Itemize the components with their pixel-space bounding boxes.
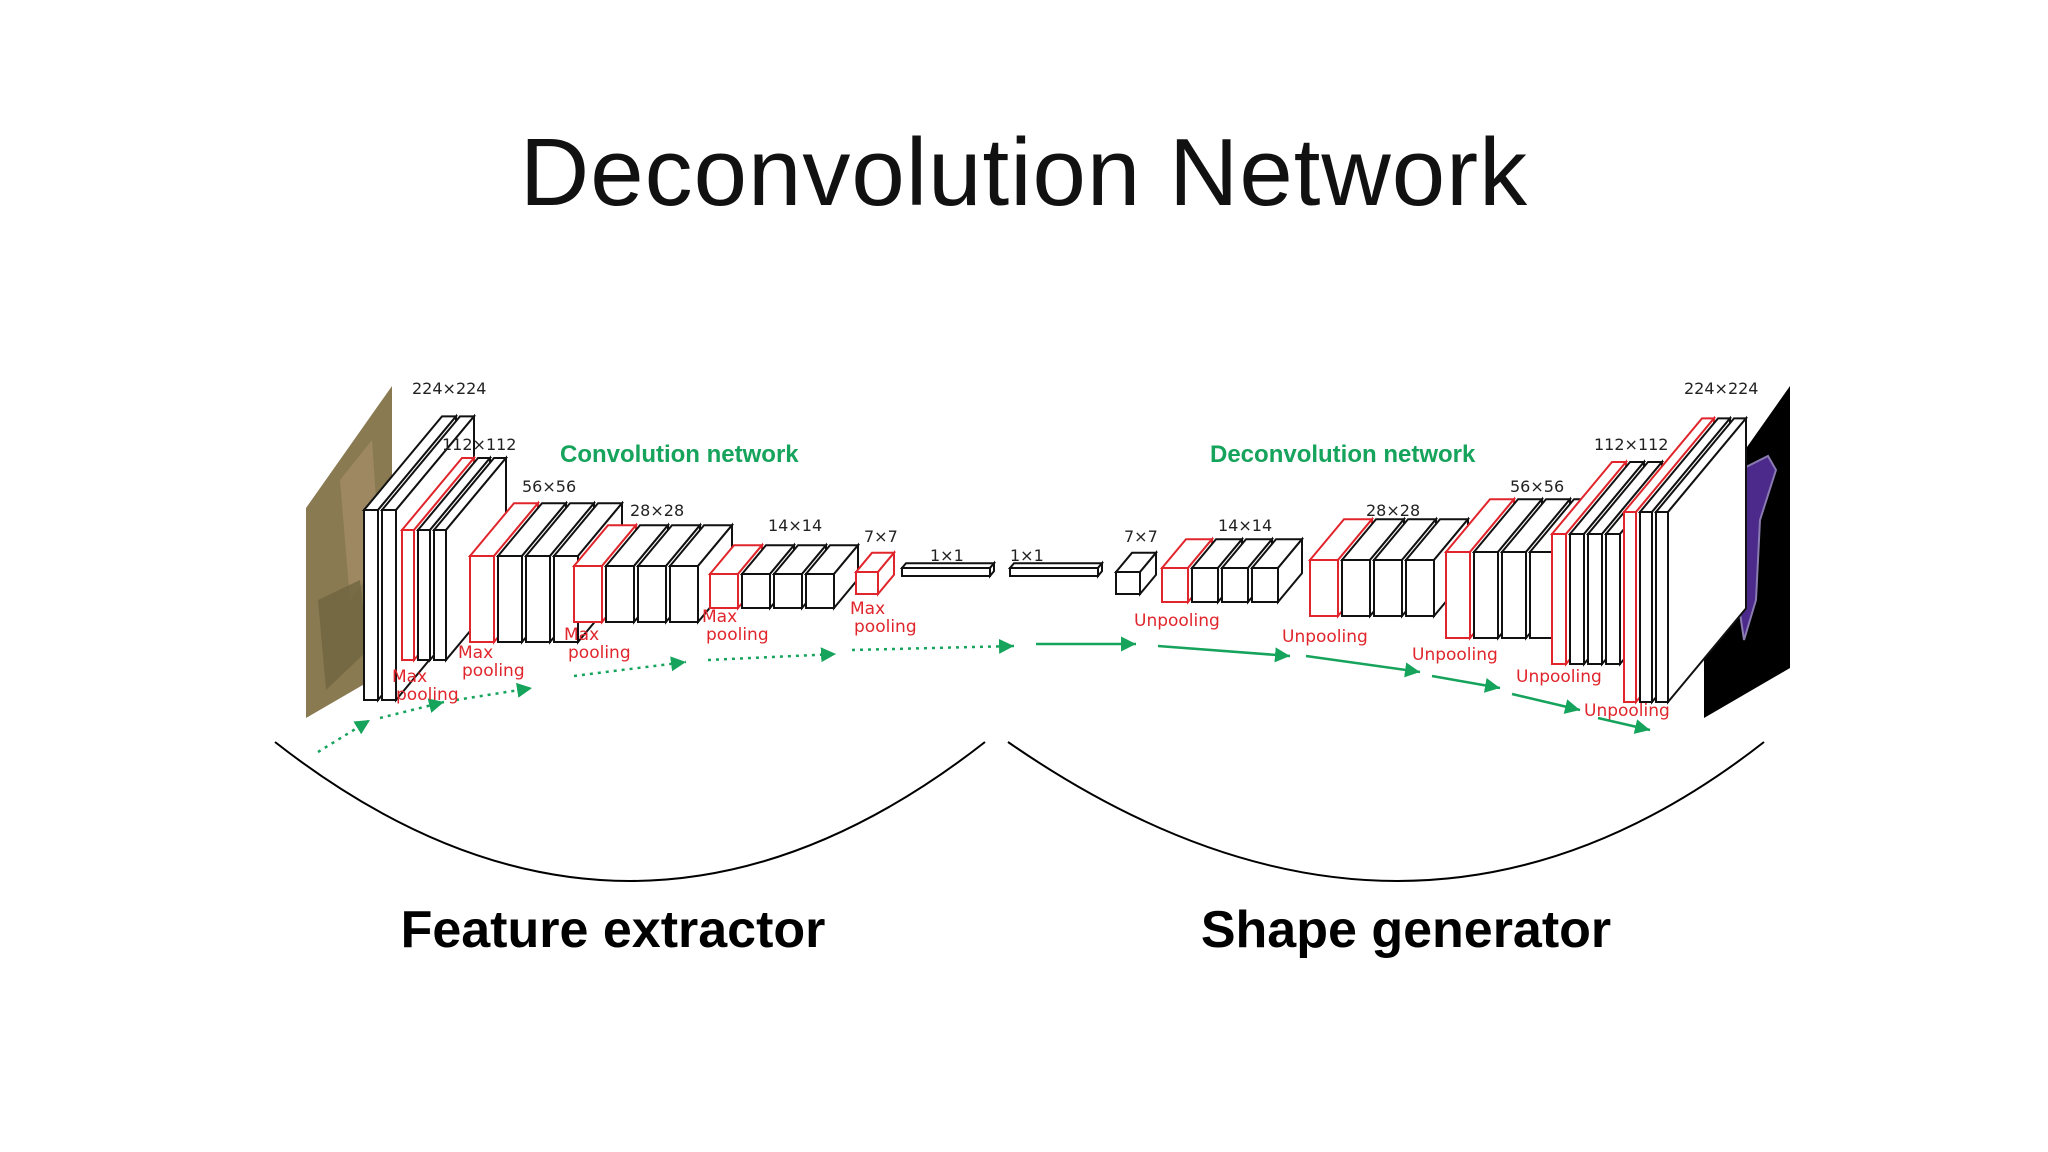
flow-arrow-dotted	[707, 647, 837, 663]
encoder-size-label: 224×224	[412, 379, 486, 398]
flow-arrow-dotted	[573, 656, 687, 678]
shape-generator-bracket	[1007, 741, 1765, 882]
shape-generator-caption: Shape generator	[1200, 901, 1612, 959]
encoder-size-label: 56×56	[522, 477, 576, 496]
decoder-size-label: 7×7	[1124, 527, 1158, 546]
max-pooling-label: pooling	[854, 617, 917, 637]
pooling-labels: MaxpoolingMaxpoolingMaxpoolingMaxpooling…	[392, 599, 1670, 721]
unpooling-label: Unpooling	[1412, 645, 1498, 665]
slide-title: Deconvolution Network	[519, 119, 1529, 226]
feature-extractor-caption: Feature extractor	[400, 901, 826, 959]
max-pooling-label: Max	[458, 643, 493, 663]
flow-arrow-dotted	[317, 718, 371, 754]
max-pooling-label: pooling	[462, 661, 525, 681]
flow-arrow-solid	[1511, 692, 1581, 714]
flow-arrow-solid	[1157, 644, 1291, 663]
max-pooling-label: pooling	[396, 685, 459, 705]
decoder-size-label: 14×14	[1218, 516, 1272, 535]
max-pooling-label: pooling	[706, 625, 769, 645]
decoder-blocks	[1113, 415, 1749, 705]
flow-arrow-solid	[1431, 674, 1501, 693]
max-pooling-label: Max	[564, 625, 599, 645]
conv-layer	[803, 542, 861, 611]
decoder-size-label: 28×28	[1366, 501, 1420, 520]
flow-arrow-solid	[1305, 654, 1421, 678]
feature-extractor-bracket	[274, 741, 986, 882]
flow-arrow-dotted	[379, 698, 445, 720]
decoder-label: Deconvolution network	[1210, 441, 1476, 468]
decoder-size-label: 224×224	[1684, 379, 1758, 398]
flow-arrows	[317, 636, 1651, 754]
max-pooling-label: Max	[702, 607, 737, 627]
max-pooling-label: Max	[392, 667, 427, 687]
encoder-size-label: 14×14	[768, 516, 822, 535]
fc-layer	[899, 560, 997, 579]
encoder-blocks	[361, 413, 1105, 703]
conv-layer	[667, 522, 735, 625]
encoder-size-label: 112×112	[442, 435, 516, 454]
encoder-size-label: 7×7	[864, 527, 898, 546]
unpooling-label: Unpooling	[1584, 701, 1670, 721]
flow-arrow-dotted	[455, 682, 533, 702]
unpooling-label: Unpooling	[1516, 667, 1602, 687]
unpooling-label: Unpooling	[1134, 611, 1220, 631]
flow-arrow-solid	[1597, 716, 1651, 734]
encoder-size-label: 28×28	[630, 501, 684, 520]
unpooling-label: Unpooling	[1282, 627, 1368, 647]
decoder-size-label: 112×112	[1594, 435, 1668, 454]
flow-arrow-dotted	[851, 638, 1015, 654]
deconv-layer	[1249, 536, 1305, 605]
max-pooling-label: Max	[850, 599, 885, 619]
encoder-label: Convolution network	[560, 441, 799, 468]
decoder-size-label: 1×1	[1010, 546, 1044, 565]
deconv-layer	[1653, 415, 1749, 705]
deconv-layer	[1113, 550, 1159, 597]
max-pooling-label: pooling	[568, 643, 631, 663]
decoder-size-label: 56×56	[1510, 477, 1564, 496]
fc-layer	[1007, 560, 1105, 579]
max-pooling-layer	[853, 550, 897, 597]
encoder-size-label: 1×1	[930, 546, 964, 565]
size-labels: 224×224 112×112 56×56 28×28 14×14 7×7 1×1 1×1 7×…	[412, 379, 1758, 565]
